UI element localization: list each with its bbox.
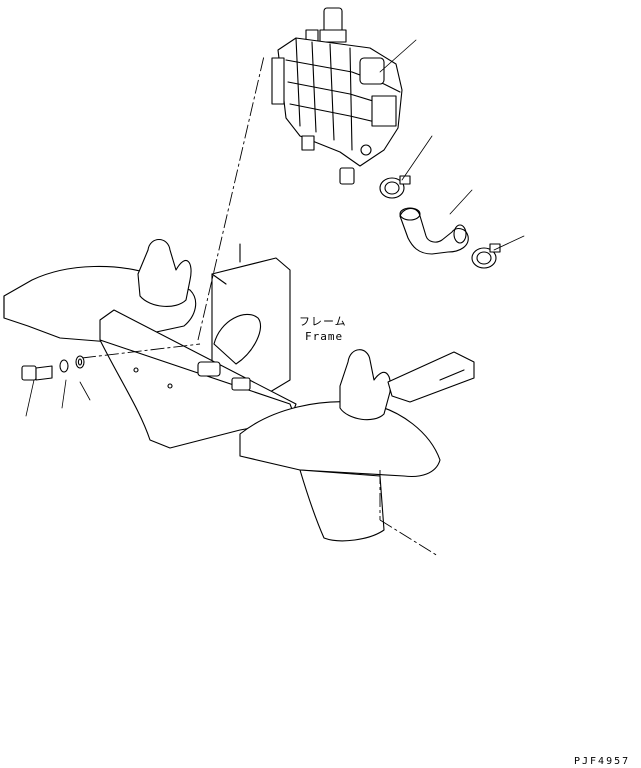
bolt-and-washers (21, 355, 85, 381)
frame-label-jp: フレーム (299, 315, 347, 328)
hose-clamp-2 (471, 243, 501, 269)
drawing-code: PJF4957 (574, 756, 631, 767)
vehicle-frame (3, 238, 475, 542)
hose-clamp-1 (379, 175, 411, 199)
frame-label-en: Frame (305, 330, 344, 343)
center-lines (81, 55, 439, 557)
leader-lines (25, 39, 525, 417)
control-valve-assembly (271, 7, 403, 185)
hose (399, 207, 469, 255)
